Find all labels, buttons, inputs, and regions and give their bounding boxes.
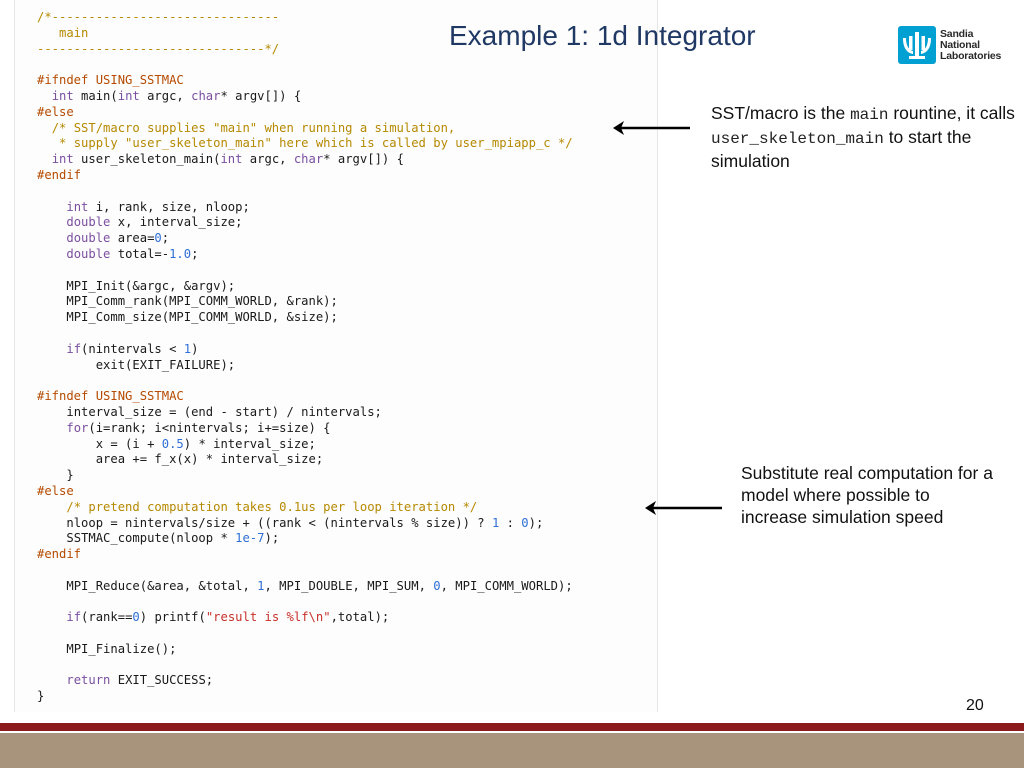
code-listing: /*------------------------------- main -… xyxy=(37,10,573,704)
code-comment: /* SST/macro supplies "main" when runnin… xyxy=(51,120,456,135)
arrow-left-icon xyxy=(645,501,722,515)
code-comment: * supply "user_skeleton_main" here which… xyxy=(51,136,573,151)
sandia-thunderbird-icon xyxy=(898,26,936,64)
code-panel: /*------------------------------- main -… xyxy=(14,0,658,712)
annotation-substitute-computation: Substitute real computation for a model … xyxy=(741,463,993,527)
code-preprocessor: #endif xyxy=(37,547,82,562)
code-comment: /*------------------------------- xyxy=(37,10,280,24)
code-comment: main xyxy=(37,25,89,40)
code-comment: /* pretend computation takes 0.1us per l… xyxy=(66,499,478,514)
arrow-left-icon xyxy=(613,121,690,135)
annotation-main-routine: SST/macro is the main rountine, it calls… xyxy=(711,103,1015,171)
code-preprocessor: #ifndef USING_SSTMAC xyxy=(37,73,184,88)
code-preprocessor: #else xyxy=(37,104,74,119)
code-preprocessor: #else xyxy=(37,483,74,498)
footer-bar xyxy=(0,733,1024,768)
page-number: 20 xyxy=(966,697,984,714)
slide-title: Example 1: 1d Integrator xyxy=(449,20,756,51)
sandia-logo: Sandia National Laboratories xyxy=(898,26,1001,64)
code-preprocessor: #ifndef USING_SSTMAC xyxy=(37,389,184,404)
logo-wordmark: Sandia National Laboratories xyxy=(940,27,1002,62)
footer-red-rule xyxy=(0,723,1024,731)
code-comment: -------------------------------*/ xyxy=(37,41,280,56)
code-preprocessor: #endif xyxy=(37,167,82,182)
